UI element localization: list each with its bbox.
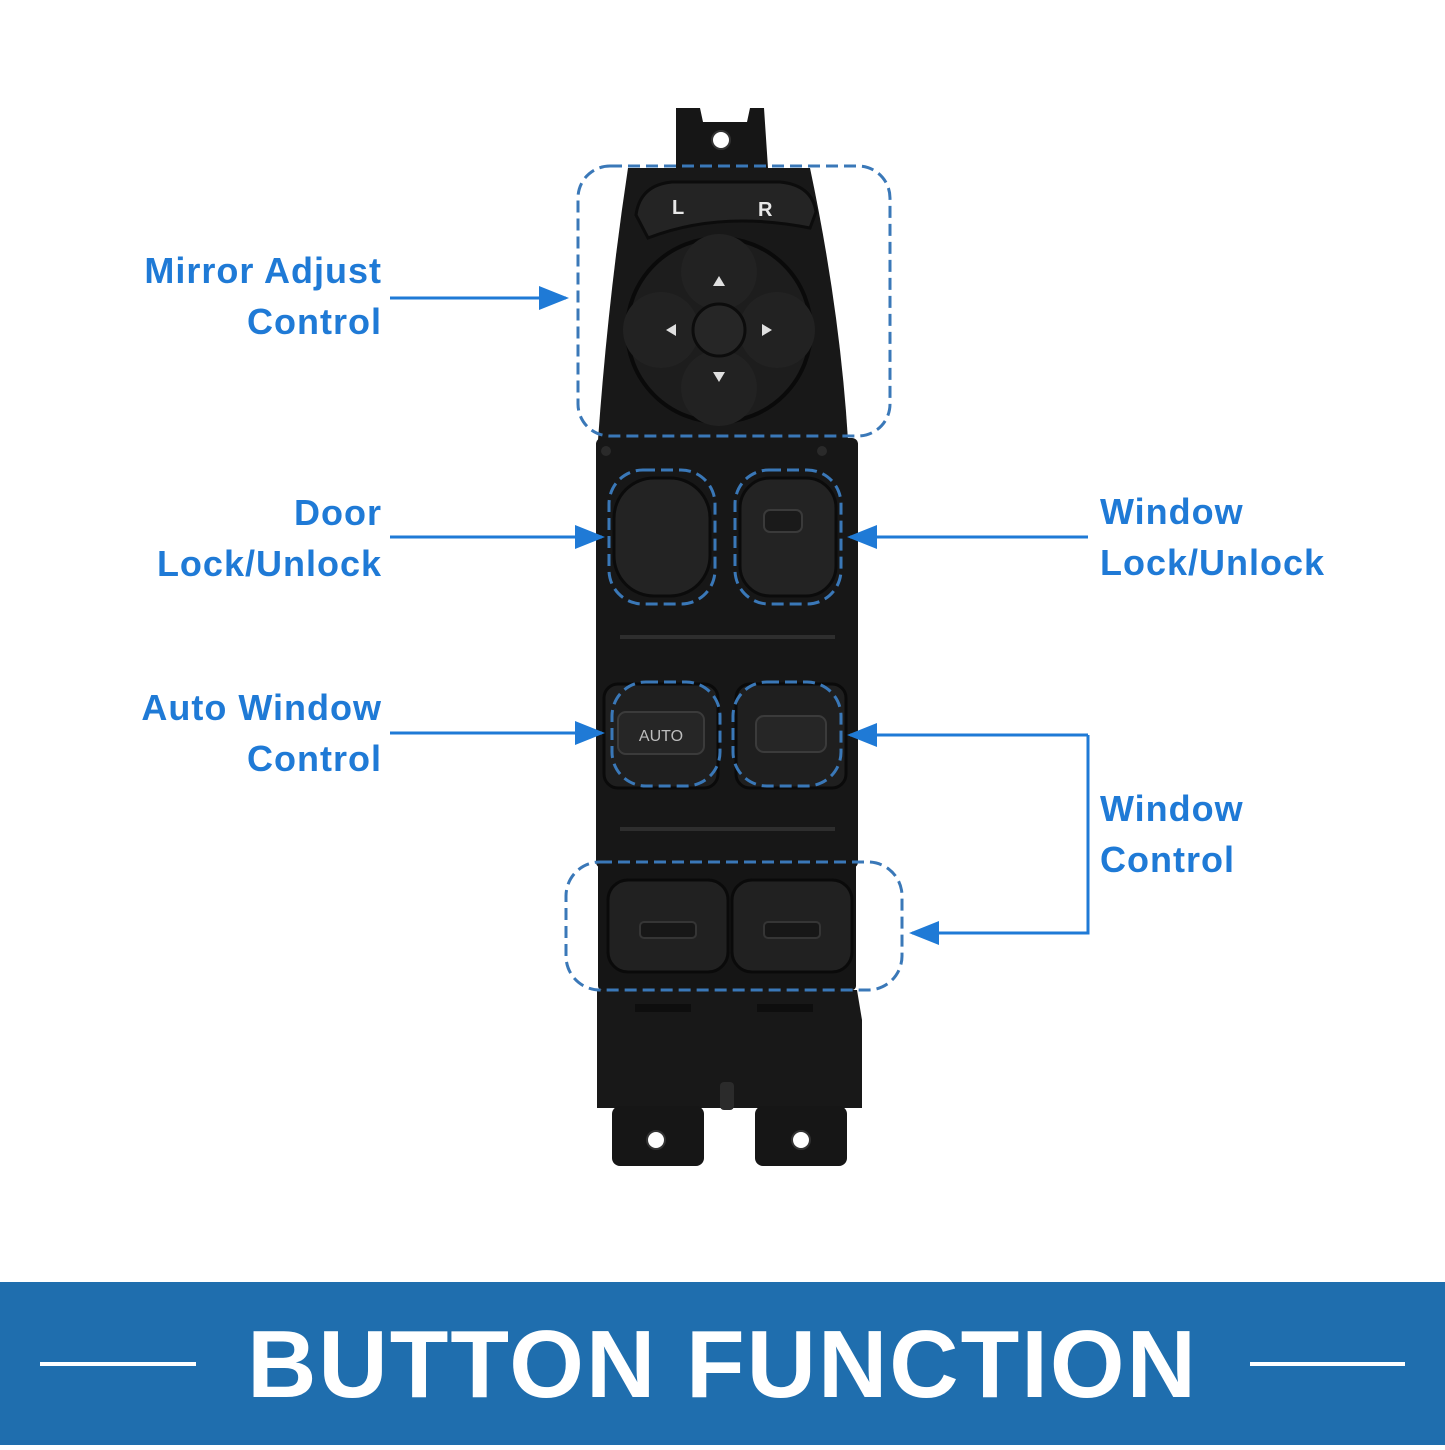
highlight-outlines <box>564 164 904 992</box>
window-lock-highlight <box>733 468 843 606</box>
door-lock-callout-line2: Lock/Unlock <box>156 543 382 584</box>
banner-left-rule <box>40 1362 196 1366</box>
window-lock-callout-line1: Window <box>1100 491 1244 532</box>
window-lock-callout: Window Lock/Unlock <box>1100 486 1420 588</box>
window-switch-highlight <box>731 680 843 788</box>
door-lock-button[interactable] <box>612 476 712 598</box>
arrow-left-icon <box>666 324 676 336</box>
door-lock-callout: Door Lock/Unlock <box>60 487 382 589</box>
title-banner <box>0 1282 1445 1445</box>
passenger-window-switch[interactable] <box>734 682 848 790</box>
door-lock-callout-line1: Door <box>294 492 382 533</box>
mirror-callout-line1: Mirror Adjust <box>144 250 382 291</box>
window-control-leader-line <box>912 735 1090 935</box>
auto-window-callout-line2: Control <box>247 738 382 779</box>
auto-window-callout-line1: Auto Window <box>141 687 382 728</box>
mirror-highlight <box>576 164 892 438</box>
rear-left-window-switch[interactable] <box>606 878 730 974</box>
mirror-adjust-callout: Mirror Adjust Control <box>60 245 382 347</box>
mirror-left-label: L <box>672 197 684 219</box>
window-lock-callout-line2: Lock/Unlock <box>1100 542 1326 583</box>
window-control-callout-line2: Control <box>1100 839 1235 880</box>
auto-window-highlight <box>610 680 722 788</box>
mirror-callout-line2: Control <box>247 301 382 342</box>
auto-window-switch[interactable]: AUTO <box>602 682 720 790</box>
auto-window-callout: Auto Window Control <box>60 682 382 784</box>
mirror-right-label: R <box>758 199 773 221</box>
window-control-highlight <box>564 860 904 992</box>
window-control-callout: Window Control <box>1100 783 1420 885</box>
rear-right-window-switch[interactable] <box>730 878 854 974</box>
door-lock-highlight <box>607 468 717 606</box>
mirror-direction-pad[interactable] <box>623 234 815 426</box>
banner-right-rule <box>1250 1362 1405 1366</box>
arrow-right-icon <box>762 324 772 336</box>
auto-label: AUTO <box>639 728 683 745</box>
arrow-up-icon <box>713 276 725 286</box>
window-control-callout-line1: Window <box>1100 788 1244 829</box>
arrow-down-icon <box>713 372 725 382</box>
mirror-select-rocker[interactable]: L R <box>634 180 818 240</box>
banner-title: BUTTON FUNCTION <box>247 1311 1198 1418</box>
leader-lines <box>390 286 1090 945</box>
window-lock-button[interactable] <box>738 476 838 598</box>
